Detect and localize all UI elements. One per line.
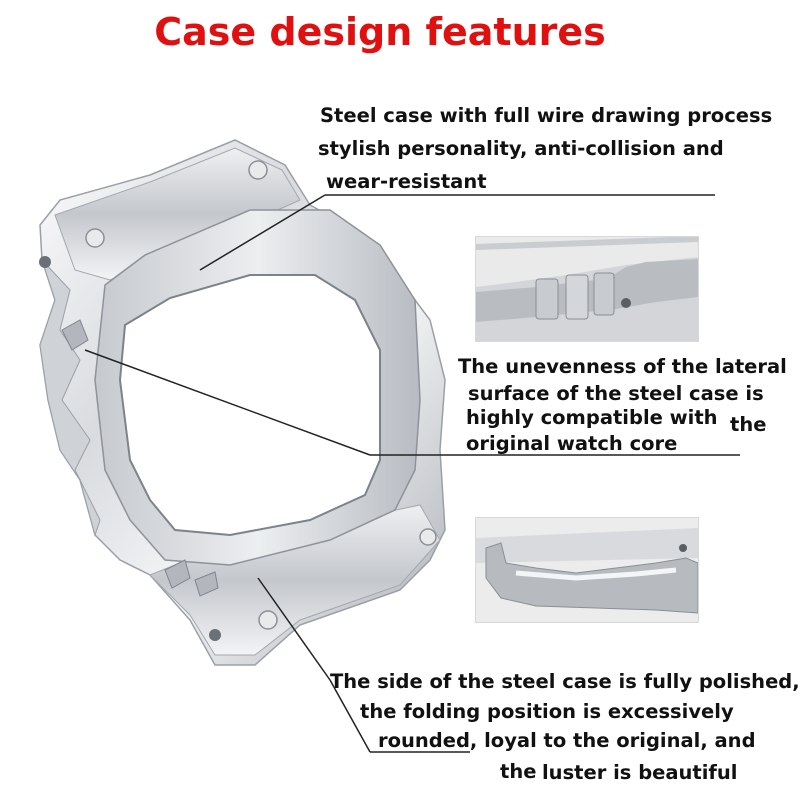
callout-bottom-line4b: luster is beautiful — [542, 761, 738, 784]
callout-middle-line1: The unevenness of the lateral — [458, 355, 787, 378]
detail-photo-polished — [475, 517, 699, 623]
detail-photo-lateral-image — [476, 237, 698, 341]
case-window — [118, 274, 381, 537]
screw-hole — [39, 256, 51, 268]
callout-middle-line2: surface of the steel case is — [468, 382, 764, 405]
callout-top-line2: stylish personality, anti-collision and — [318, 137, 724, 160]
callout-bottom-line3: rounded, loyal to the original, and — [378, 729, 756, 752]
screw-hole — [419, 528, 437, 546]
callout-middle-line3b: the — [730, 413, 767, 436]
side-button-notch — [61, 319, 89, 351]
side-button-notch — [164, 559, 191, 589]
callout-bottom-line1: The side of the steel case is fully poli… — [330, 670, 800, 693]
callout-bottom-line2: the folding position is excessively — [360, 700, 734, 723]
callout-top-line1: Steel case with full wire drawing proces… — [320, 104, 773, 127]
side-button-notch — [194, 571, 219, 597]
callout-middle-line4: original watch core — [466, 432, 678, 455]
detail-photo-polished-image — [476, 518, 698, 622]
callout-bottom-line4a: the — [500, 760, 537, 783]
screw-hole — [248, 160, 268, 180]
callout-middle-line3a: highly compatible with — [466, 406, 718, 429]
screw-hole — [258, 610, 278, 630]
detail-photo-lateral — [475, 236, 699, 342]
screw-hole — [209, 629, 221, 641]
callout-top-line3: wear-resistant — [326, 170, 487, 193]
leader-line-bottom — [257, 577, 331, 681]
page-title: Case design features — [154, 10, 606, 54]
case-top-lug — [54, 147, 301, 281]
leader-line-middle — [84, 349, 371, 456]
leader-line-top — [199, 194, 326, 271]
screw-hole — [85, 228, 105, 248]
leader-line-bottom — [329, 679, 371, 753]
